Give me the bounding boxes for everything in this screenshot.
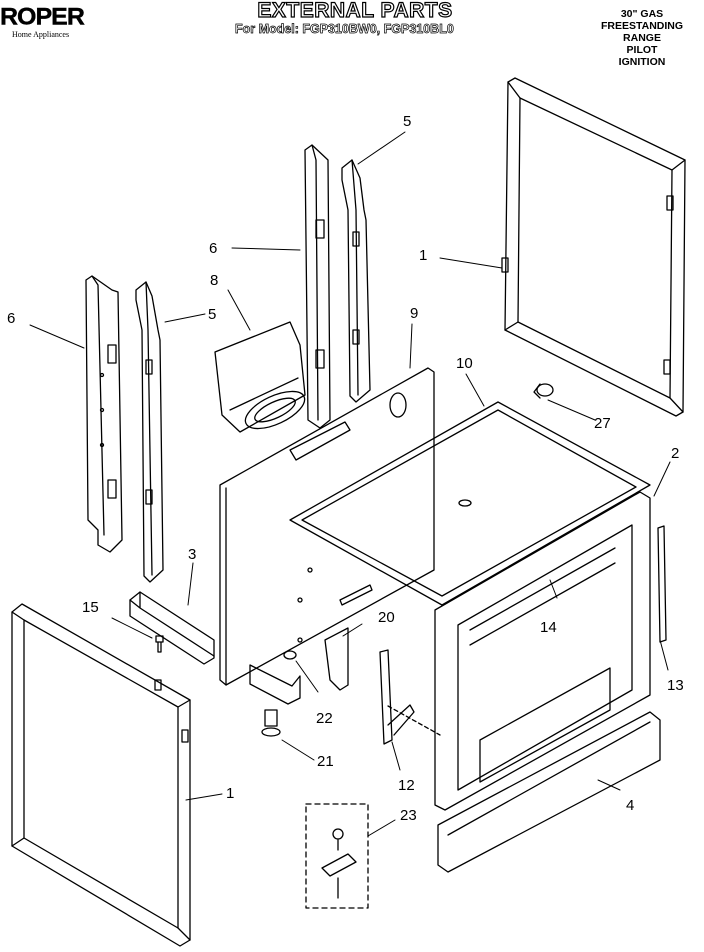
spec-line: 30" GAS [620,8,664,20]
dashed-guide [387,705,441,736]
part-front-frame [434,491,651,811]
part-bracket [129,591,215,665]
part-heat-shield [214,321,306,433]
part-knob [533,383,554,399]
brand-logo: ROPER [0,3,85,31]
part-rail-left-inner [135,281,164,583]
callout-label: 13 [667,677,684,694]
callout-labels: 1 1 2 3 4 5 5 6 6 8 9 10 12 13 14 15 20 … [7,113,684,824]
spec-line: IGNITION [618,56,666,68]
leader-lines [29,131,671,837]
callout-label: 5 [403,113,411,130]
part-rail-left [85,275,123,553]
callout-label: 6 [209,240,217,257]
callout-label: 23 [400,807,417,824]
callout-label: 5 [208,306,216,323]
callout-label: 22 [316,710,333,727]
callout-label: 12 [398,777,415,794]
callout-label: 20 [378,609,395,626]
part-side-panel-upper [501,77,686,417]
spec-line: RANGE [623,32,661,44]
callout-label: 14 [540,619,557,636]
spec-line: PILOT [626,44,658,56]
part-hinge-arm [379,649,415,745]
part-kick-panel [437,711,661,873]
page-title: EXTERNAL PARTS [257,0,453,22]
callout-label: 1 [419,247,427,264]
part-side-trim [657,525,667,643]
spec-block: 30" GAS FREESTANDING RANGE PILOT IGNITIO… [582,8,702,68]
callout-label: 8 [210,272,218,289]
callout-label: 15 [82,599,99,616]
page-title-block: EXTERNAL PARTS For Model: FGP310BW0, FGP… [215,0,495,36]
part-burner-bracket [249,650,301,705]
part-cooktop [289,401,651,606]
callout-label: 9 [410,305,418,322]
part-rail-upper [304,144,331,429]
part-rail-upper-inner [341,159,371,403]
part-leveling-leg [261,709,281,737]
part-side-panel-lower [11,603,191,947]
part-screw [155,635,164,653]
part-back-panel [219,367,435,686]
spec-line: FREESTANDING [600,20,684,32]
callout-label: 2 [671,445,679,462]
callout-label: 21 [317,753,334,770]
callout-label: 6 [7,310,15,327]
model-line: For Model: FGP310BW0, FGP310BL0 [235,22,454,37]
brand-tagline: Home Appliances [12,30,70,39]
part-kit-box [305,803,369,909]
callout-label: 1 [226,785,234,802]
callout-label: 3 [188,546,196,563]
callout-label: 10 [456,355,473,372]
brand-block: ROPER Home Appliances [0,4,110,39]
callout-label: 27 [594,415,611,432]
part-clip [324,627,349,691]
callout-label: 4 [626,797,634,814]
